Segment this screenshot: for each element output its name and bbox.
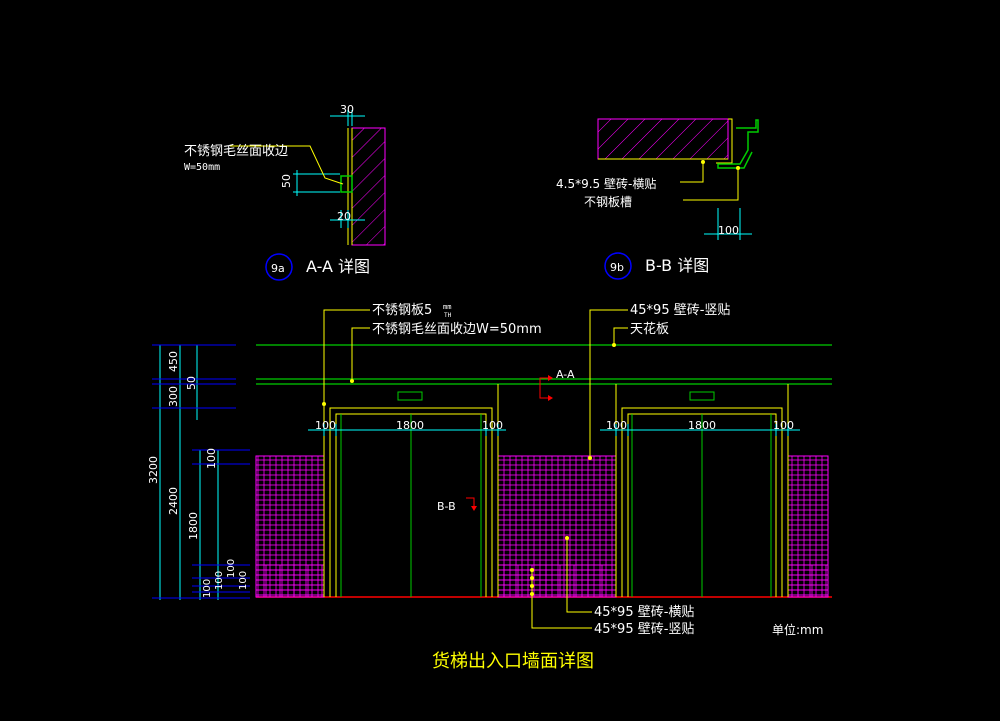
unit-label: 单位:mm bbox=[772, 622, 823, 637]
elevator-door-1 bbox=[323, 384, 499, 597]
detail-aa: 30 50 20 不锈钢毛丝面收边 W=50mm 9a A-A 详图 bbox=[184, 103, 386, 281]
floor-indicator-1 bbox=[397, 391, 423, 401]
dim-300: 300 bbox=[167, 386, 180, 407]
aa-dim-mid: 50 bbox=[280, 174, 293, 188]
dim-50: 50 bbox=[185, 376, 198, 390]
door2-dim-width: 1800 bbox=[688, 419, 716, 432]
aa-dim-bottom: 20 bbox=[337, 210, 351, 223]
detail-bb: 4.5*9.5 壁砖-横贴 不钢板槽 100 9b B-B 详图 bbox=[556, 118, 759, 280]
dim-1800: 1800 bbox=[187, 512, 200, 540]
callout-steel-plate-sub: TH bbox=[444, 312, 452, 319]
bb-badge: 9b bbox=[610, 261, 624, 274]
left-dimension-chains: 3200 450 300 2400 50 100 1800 100 100 10… bbox=[147, 344, 250, 600]
callout-tile-vertical-bottom: 45*95 壁砖-竖贴 bbox=[594, 622, 694, 637]
aa-badge-circle bbox=[265, 253, 293, 281]
dim-2400: 2400 bbox=[167, 487, 180, 515]
aa-title: A-A 详图 bbox=[306, 257, 370, 276]
bb-note-groove: 不钢板槽 bbox=[584, 195, 632, 209]
dim-100-top: 100 bbox=[205, 448, 218, 469]
elevation: 100 1800 100 100 1800 100 A-A B-B 不锈钢板5 … bbox=[147, 303, 832, 637]
dim-100-a: 100 bbox=[226, 559, 237, 578]
bb-dim-bottom: 100 bbox=[718, 224, 739, 237]
callout-steel-plate-sup: mm bbox=[443, 303, 451, 311]
callout-tile-vertical-top: 45*95 壁砖-竖贴 bbox=[630, 303, 730, 318]
elevator-door-2 bbox=[615, 384, 789, 597]
door1-dim-width: 1800 bbox=[396, 419, 424, 432]
bb-wall-hatch bbox=[597, 118, 729, 160]
section-bb-label: B-B bbox=[437, 500, 456, 513]
callout-ceiling: 天花板 bbox=[630, 321, 669, 337]
door1-dim-left: 100 bbox=[315, 419, 336, 432]
door2-dim-left: 100 bbox=[606, 419, 627, 432]
dim-100-b: 100 bbox=[214, 571, 225, 590]
bb-badge-circle bbox=[604, 252, 632, 280]
section-aa-label: A-A bbox=[556, 368, 575, 381]
door2-dim-right: 100 bbox=[773, 419, 794, 432]
door1-dim-right: 100 bbox=[482, 419, 503, 432]
dim-100-d: 100 bbox=[238, 571, 249, 590]
callout-edge-trim: 不锈钢毛丝面收边W=50mm bbox=[372, 322, 542, 337]
floor-indicator-2 bbox=[689, 391, 715, 401]
aa-note-line1: 不锈钢毛丝面收边 bbox=[184, 144, 288, 159]
dim-total-height: 3200 bbox=[147, 456, 160, 484]
bb-note-tile: 4.5*9.5 壁砖-横贴 bbox=[556, 176, 656, 191]
callout-steel-plate: 不锈钢板5 bbox=[372, 303, 432, 318]
aa-dim-top: 30 bbox=[340, 103, 354, 116]
aa-badge: 9a bbox=[271, 262, 285, 275]
drawing-title: 货梯出入口墙面详图 bbox=[432, 651, 594, 672]
wall-section-hatch bbox=[351, 127, 386, 246]
aa-note-line2: W=50mm bbox=[184, 162, 220, 173]
dim-100-c: 100 bbox=[202, 579, 213, 598]
dim-450: 450 bbox=[167, 351, 180, 372]
bb-steel-channel bbox=[717, 119, 759, 169]
edge-trim-profile bbox=[340, 175, 353, 193]
bb-title: B-B 详图 bbox=[645, 256, 709, 275]
callout-tile-horizontal: 45*95 壁砖-横贴 bbox=[594, 605, 694, 620]
